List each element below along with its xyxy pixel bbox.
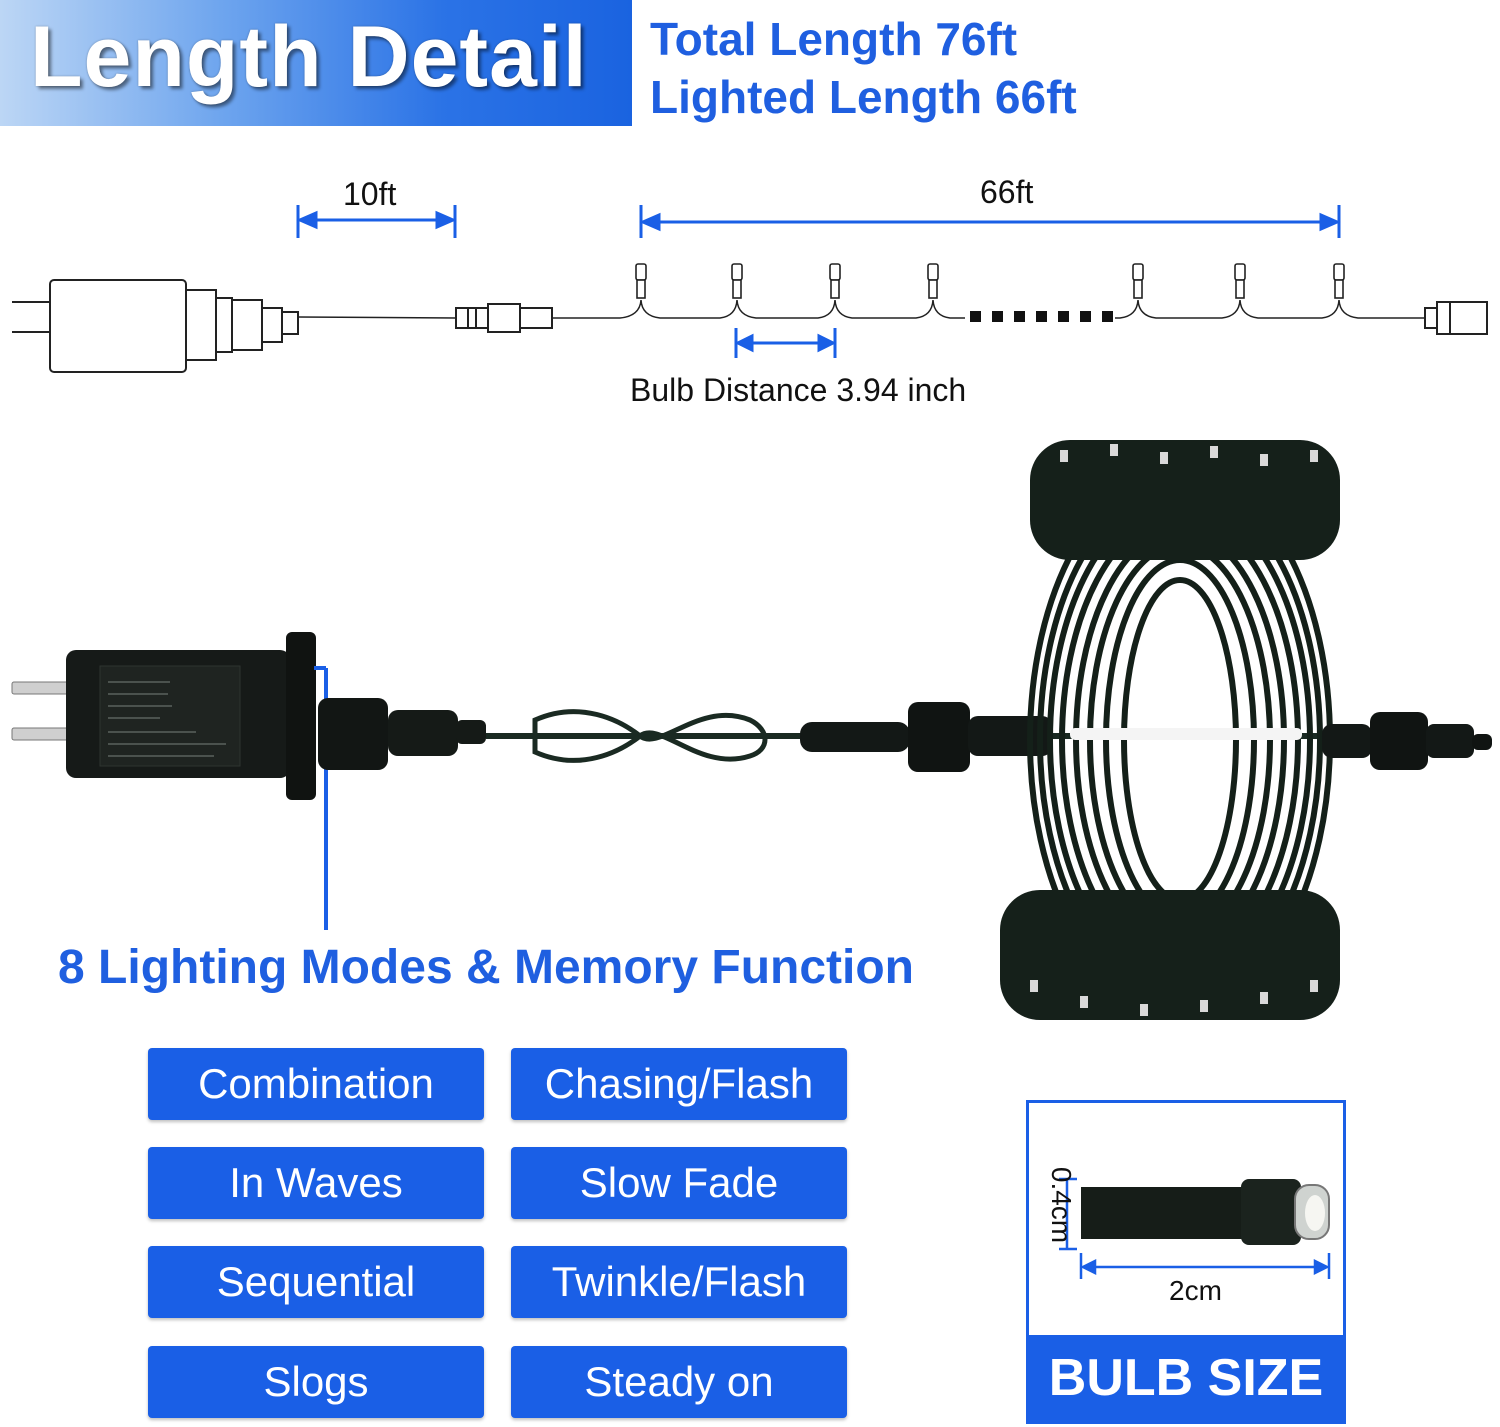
plug-prongs — [11, 681, 69, 741]
bulb-cluster-bottom — [1000, 890, 1340, 1020]
coiled-lead — [532, 709, 768, 763]
end-cap-outline — [1424, 301, 1488, 335]
bulb-markers — [635, 263, 1345, 299]
title-banner: Length Detail — [0, 0, 632, 126]
total-length-text: Total Length 76ft — [650, 13, 1018, 65]
mode-slow-fade: Slow Fade — [511, 1147, 847, 1219]
lead-dimension-arrow — [296, 205, 457, 238]
bulb-distance-label: Bulb Distance 3.94 inch — [630, 372, 967, 408]
mode-chasing-flash: Chasing/Flash — [511, 1048, 847, 1120]
bulb-size-box: 0.4cm 2cm BULB SIZE — [1026, 1100, 1346, 1424]
string-wire-left — [552, 299, 965, 319]
product-photo — [0, 420, 1500, 1040]
page-title: Length Detail — [30, 9, 588, 105]
bulb-highlights — [1030, 444, 1318, 1016]
adapter-outline — [12, 279, 299, 373]
lighted-length-text: Lighted Length 66ft — [650, 71, 1077, 123]
ellipsis-dots — [970, 311, 1113, 322]
product-photo-svg — [11, 440, 1492, 1020]
lead-wire — [297, 316, 457, 319]
bulb-size-svg — [1059, 1177, 1331, 1279]
mode-sequential: Sequential — [148, 1246, 484, 1318]
bulb-distance-arrow — [734, 328, 837, 358]
bulb-cluster-top — [1030, 440, 1340, 560]
bulb-width-arrow — [1079, 1253, 1331, 1279]
mode-steady-on: Steady on — [511, 1346, 847, 1418]
mode-combination: Combination — [148, 1048, 484, 1120]
lighted-dimension-arrow — [639, 205, 1341, 238]
bulb-size-title: BULB SIZE — [1029, 1335, 1343, 1421]
end-cap — [1322, 724, 1372, 758]
length-diagram-svg — [12, 205, 1488, 373]
lighted-length-label: 66ft — [980, 174, 1034, 210]
adapter-connector — [318, 698, 388, 770]
mid-connector — [800, 722, 910, 752]
connector-outline — [455, 303, 553, 333]
bulb-width-label: 2cm — [1169, 1275, 1222, 1306]
zip-tie — [1070, 728, 1302, 740]
string-wire-right — [1115, 299, 1425, 319]
mode-in-waves: In Waves — [148, 1147, 484, 1219]
mode-twinkle-flash: Twinkle/Flash — [511, 1246, 847, 1318]
bulb-height-arrow — [1059, 1177, 1077, 1251]
bulb-height-label: 0.4cm — [1046, 1166, 1078, 1244]
modes-title: 8 Lighting Modes & Memory Function — [58, 941, 914, 994]
mode-slogs: Slogs — [148, 1346, 484, 1418]
lead-length-label: 10ft — [343, 176, 397, 212]
bulb-wire-segment — [1081, 1187, 1251, 1239]
length-diagram: 10ft 66ft Bulb Distance 3.94 inch — [0, 160, 1500, 420]
